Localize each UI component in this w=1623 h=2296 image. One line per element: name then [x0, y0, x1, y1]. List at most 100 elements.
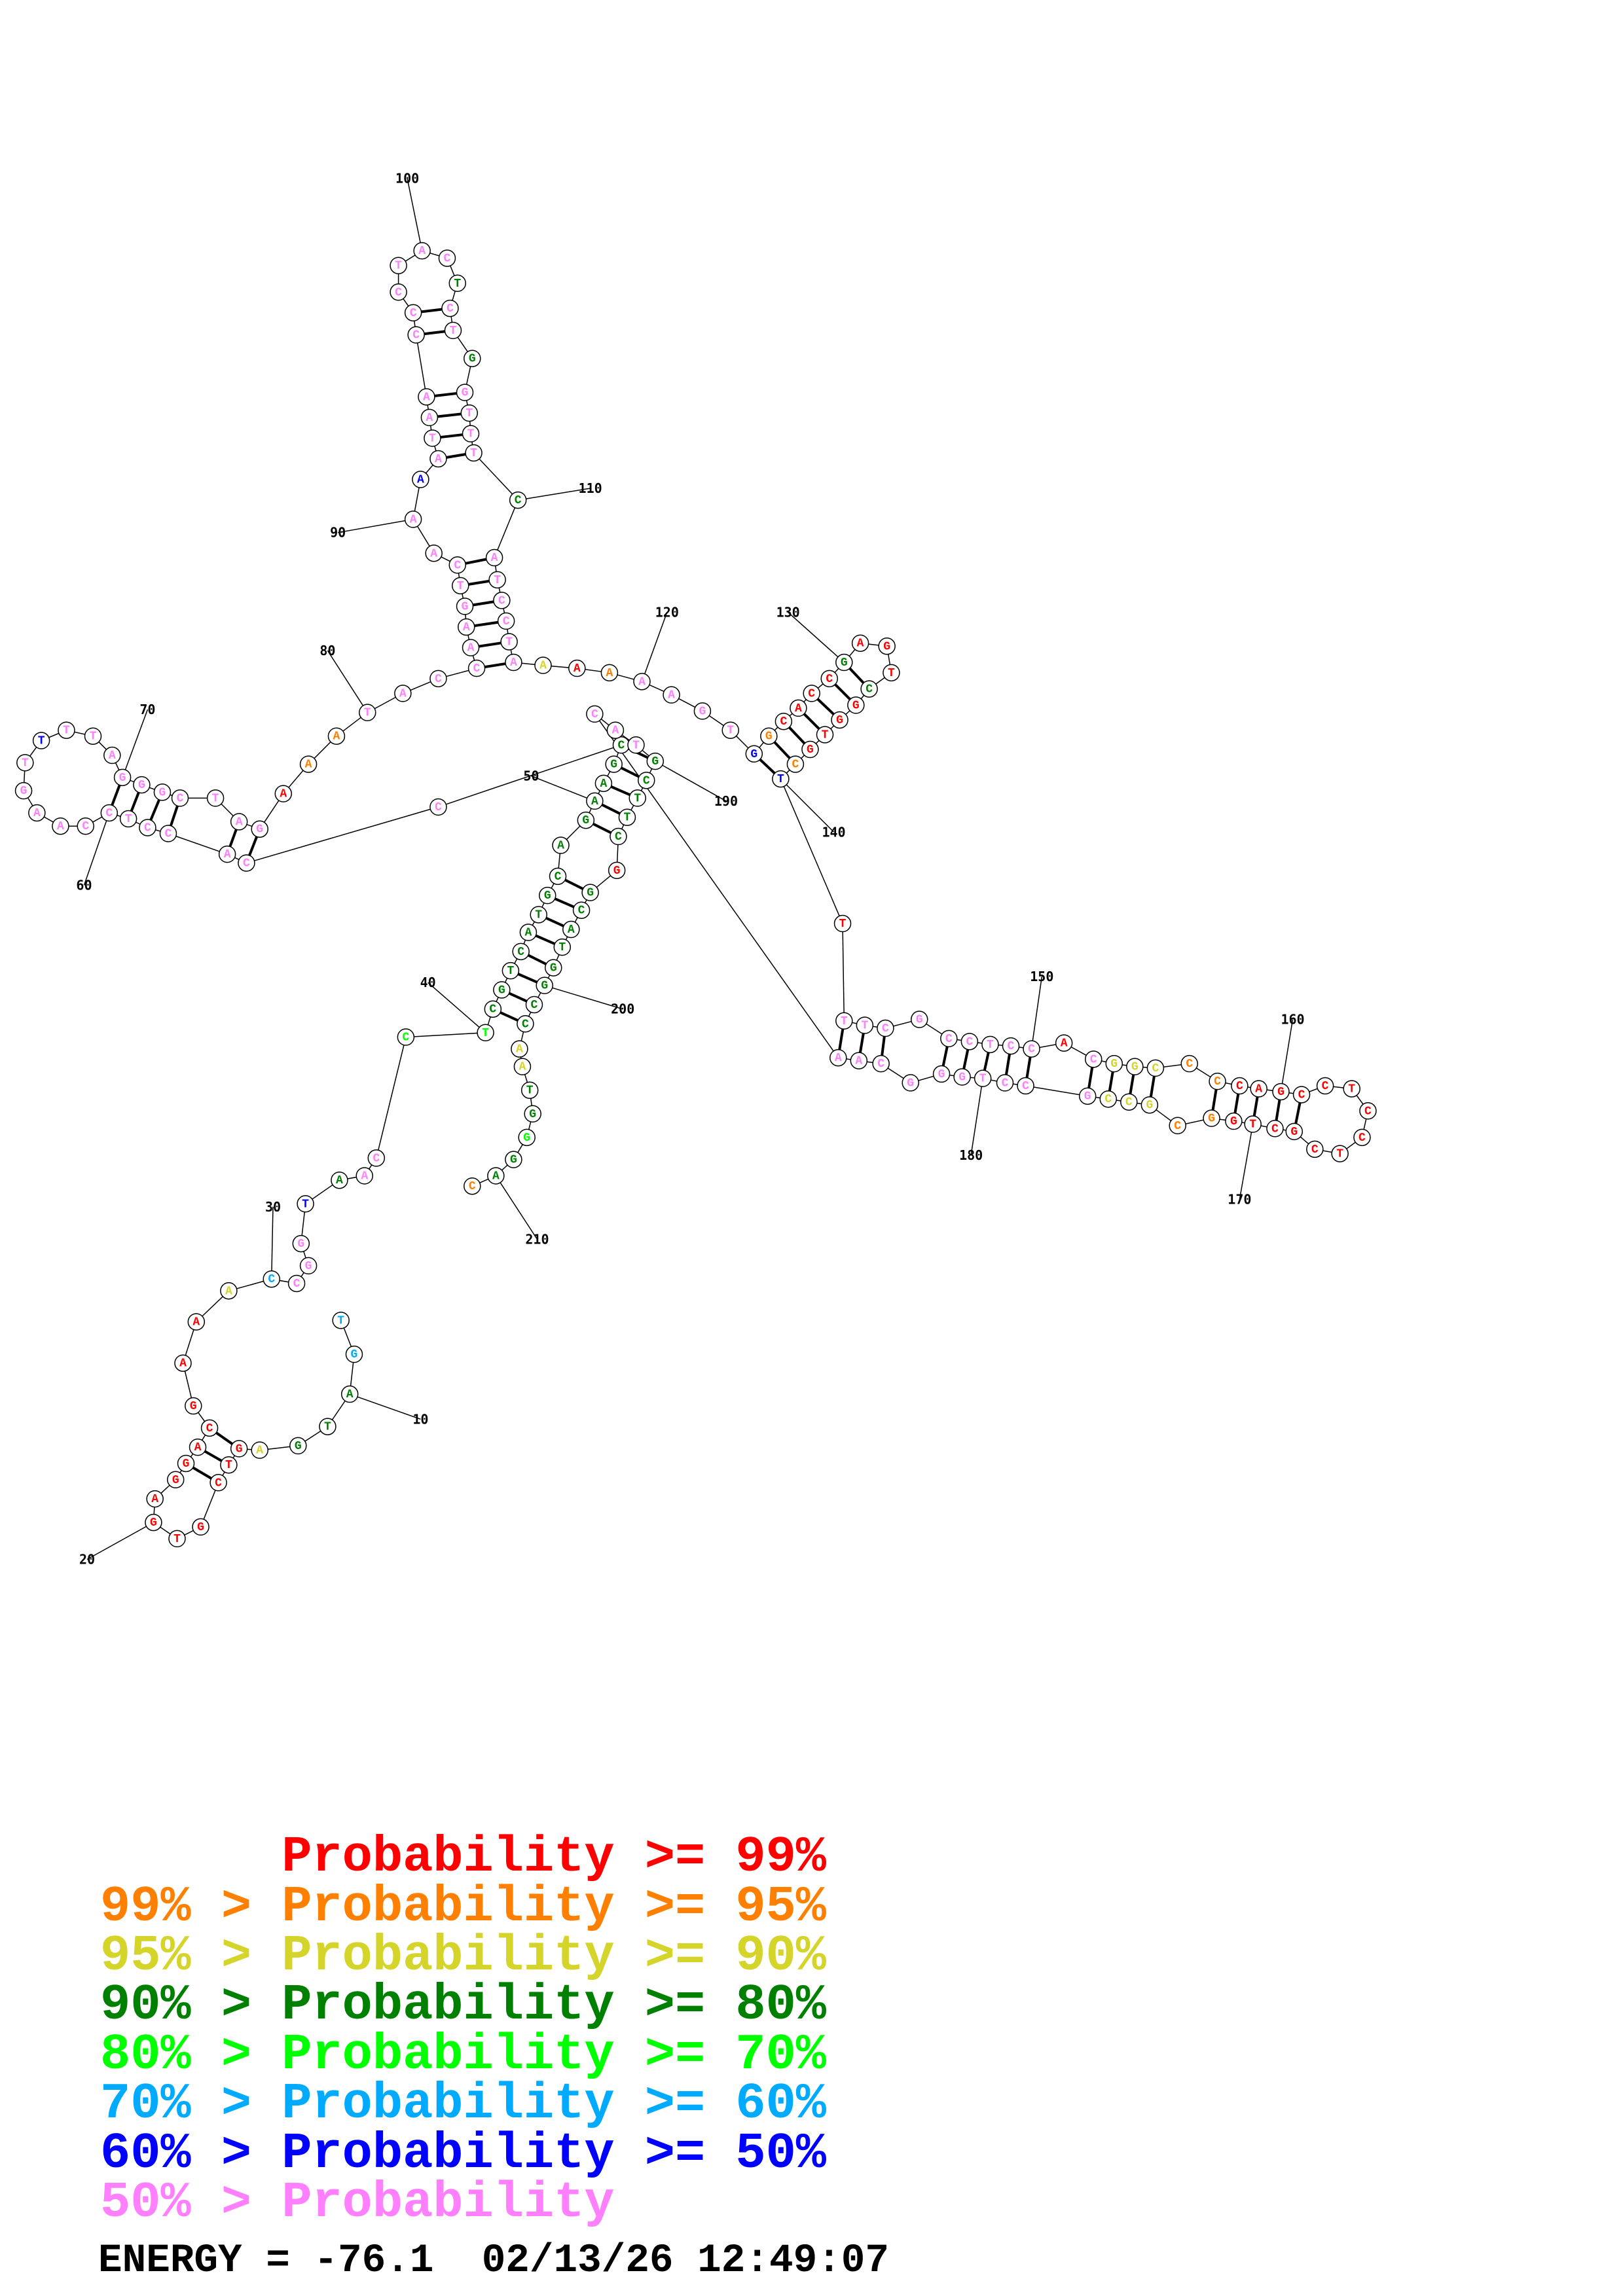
nucleotide: T: [520, 1081, 539, 1099]
nucleotide-letter: T: [558, 941, 566, 954]
nucleotide: C: [1266, 1120, 1284, 1138]
tick-label-210: 210: [525, 1231, 549, 1247]
tick-line: [1280, 1019, 1294, 1092]
nucleotide: C: [960, 1033, 979, 1050]
nucleotide-letter: A: [236, 816, 243, 829]
tick-lines: [83, 178, 1294, 1560]
nucleotide-letter: C: [1152, 1062, 1159, 1075]
nucleotide-circle: [646, 752, 665, 770]
nucleotide-circle: [1084, 1050, 1103, 1068]
nucleotide-circle: [263, 1270, 280, 1288]
nucleotide-circle: [390, 283, 407, 301]
nucleotide: A: [534, 656, 552, 674]
nucleotide-circle: [534, 656, 552, 674]
nucleotide-letter: G: [916, 1014, 923, 1027]
nucleotide-letter: C: [489, 1003, 496, 1016]
nucleotide-circle: [518, 1128, 536, 1147]
nucleotide-circle: [847, 696, 865, 714]
nucleotide-circle: [520, 1081, 539, 1099]
nucleotide-letter: T: [979, 1073, 987, 1086]
nucleotide-letter: G: [1110, 1058, 1118, 1071]
nucleotide-letter: T: [90, 730, 97, 744]
nucleotide: G: [932, 1065, 951, 1083]
nucleotide-letter: C: [395, 286, 402, 299]
nucleotide-letter: A: [1061, 1037, 1068, 1050]
nucleotide-circle: [877, 1019, 894, 1037]
tick-line: [495, 1175, 538, 1240]
nucleotide-letter: T: [526, 1085, 534, 1098]
nucleotide-circle: [953, 1068, 971, 1086]
nucleotide-letter: A: [346, 1388, 354, 1401]
nucleotide-letter: G: [172, 1474, 179, 1487]
nucleotide-circle: [458, 618, 475, 636]
nucleotide-letter: C: [444, 252, 451, 265]
nucleotide-letter: T: [429, 432, 436, 445]
nucleotide-circle: [424, 429, 441, 447]
nucleotide-circle: [462, 425, 480, 442]
nucleotide-letter: T: [465, 407, 473, 420]
nucleotide-circle: [274, 785, 293, 802]
nucleotide-circle: [835, 1012, 853, 1030]
nucleotide-circle: [505, 1151, 522, 1168]
nucleotide-letter: A: [638, 675, 646, 689]
nucleotide-letter: A: [492, 1170, 500, 1183]
nucleotide-letter: T: [634, 792, 641, 805]
nucleotide-letter: C: [144, 821, 151, 834]
nucleotide-circle: [568, 659, 586, 677]
tick-label-140: 140: [822, 824, 845, 840]
nucleotide-letter: C: [1104, 1093, 1112, 1106]
tick-line: [1030, 977, 1043, 1049]
nucleotide: A: [404, 511, 422, 528]
tick-label-110: 110: [579, 480, 602, 496]
nucleotide: G: [505, 1151, 522, 1168]
nucleotide-circle: [663, 686, 680, 704]
nucleotide: C: [497, 612, 515, 630]
nucleotide-circle: [220, 1456, 238, 1474]
nucleotide: C: [1023, 1040, 1040, 1058]
nucleotide-circle: [493, 592, 511, 609]
backbone: [23, 250, 1369, 1539]
nucleotide-letter: A: [361, 1170, 368, 1183]
nucleotide-letter: A: [336, 1174, 343, 1187]
nucleotide: A: [274, 785, 293, 802]
nucleotide-circle: [100, 804, 119, 822]
nucleotide-circle: [206, 789, 225, 807]
nucleotide: C: [860, 680, 878, 698]
nucleotide-letter: G: [907, 1077, 914, 1090]
nucleotide-letter: G: [699, 705, 706, 718]
tick-line: [780, 778, 835, 833]
nucleotide-circle: [429, 798, 447, 816]
nucleotide-circle: [572, 901, 591, 919]
nucleotide-letter: C: [792, 759, 799, 772]
nucleotide-letter: T: [395, 260, 402, 273]
nucleotide-letter: T: [63, 725, 70, 738]
nucleotide-letter: G: [119, 772, 126, 785]
nucleotide-letter: C: [206, 1422, 213, 1435]
nucleotide-circle: [549, 867, 567, 886]
nucleotide-circle: [1017, 1077, 1034, 1095]
nucleotide: C: [139, 819, 156, 836]
nucleotide: C: [872, 1054, 890, 1073]
nucleotide-circle: [1126, 1058, 1144, 1075]
nucleotide: T: [16, 754, 34, 772]
nucleotide: G: [153, 783, 172, 801]
nucleotide-letter: C: [1090, 1053, 1097, 1066]
nucleotide-letter: G: [150, 1516, 157, 1530]
nucleotide-letter: C: [966, 1035, 973, 1049]
nucleotide-letter: C: [410, 307, 417, 320]
nucleotide-circle: [1140, 1096, 1159, 1114]
nucleotide-letter: A: [418, 245, 426, 258]
nucleotide: T: [448, 274, 466, 293]
nucleotide-circle: [327, 727, 346, 745]
nucleotide: C: [429, 670, 447, 688]
energy-timestamp: ENERGY = -76.1 02/13/26 12:49:07: [98, 2238, 889, 2284]
nucleotide: C: [775, 712, 793, 730]
nucleotide: A: [487, 1167, 505, 1185]
nucleotide-circle: [1169, 1117, 1186, 1135]
nucleotide: G: [902, 1074, 919, 1092]
nucleotide-letter: T: [624, 812, 631, 825]
nucleotide-circle: [397, 1028, 415, 1046]
nucleotide-circle: [331, 1171, 348, 1189]
nucleotide: A: [220, 1282, 238, 1300]
tick-line: [86, 1522, 154, 1560]
